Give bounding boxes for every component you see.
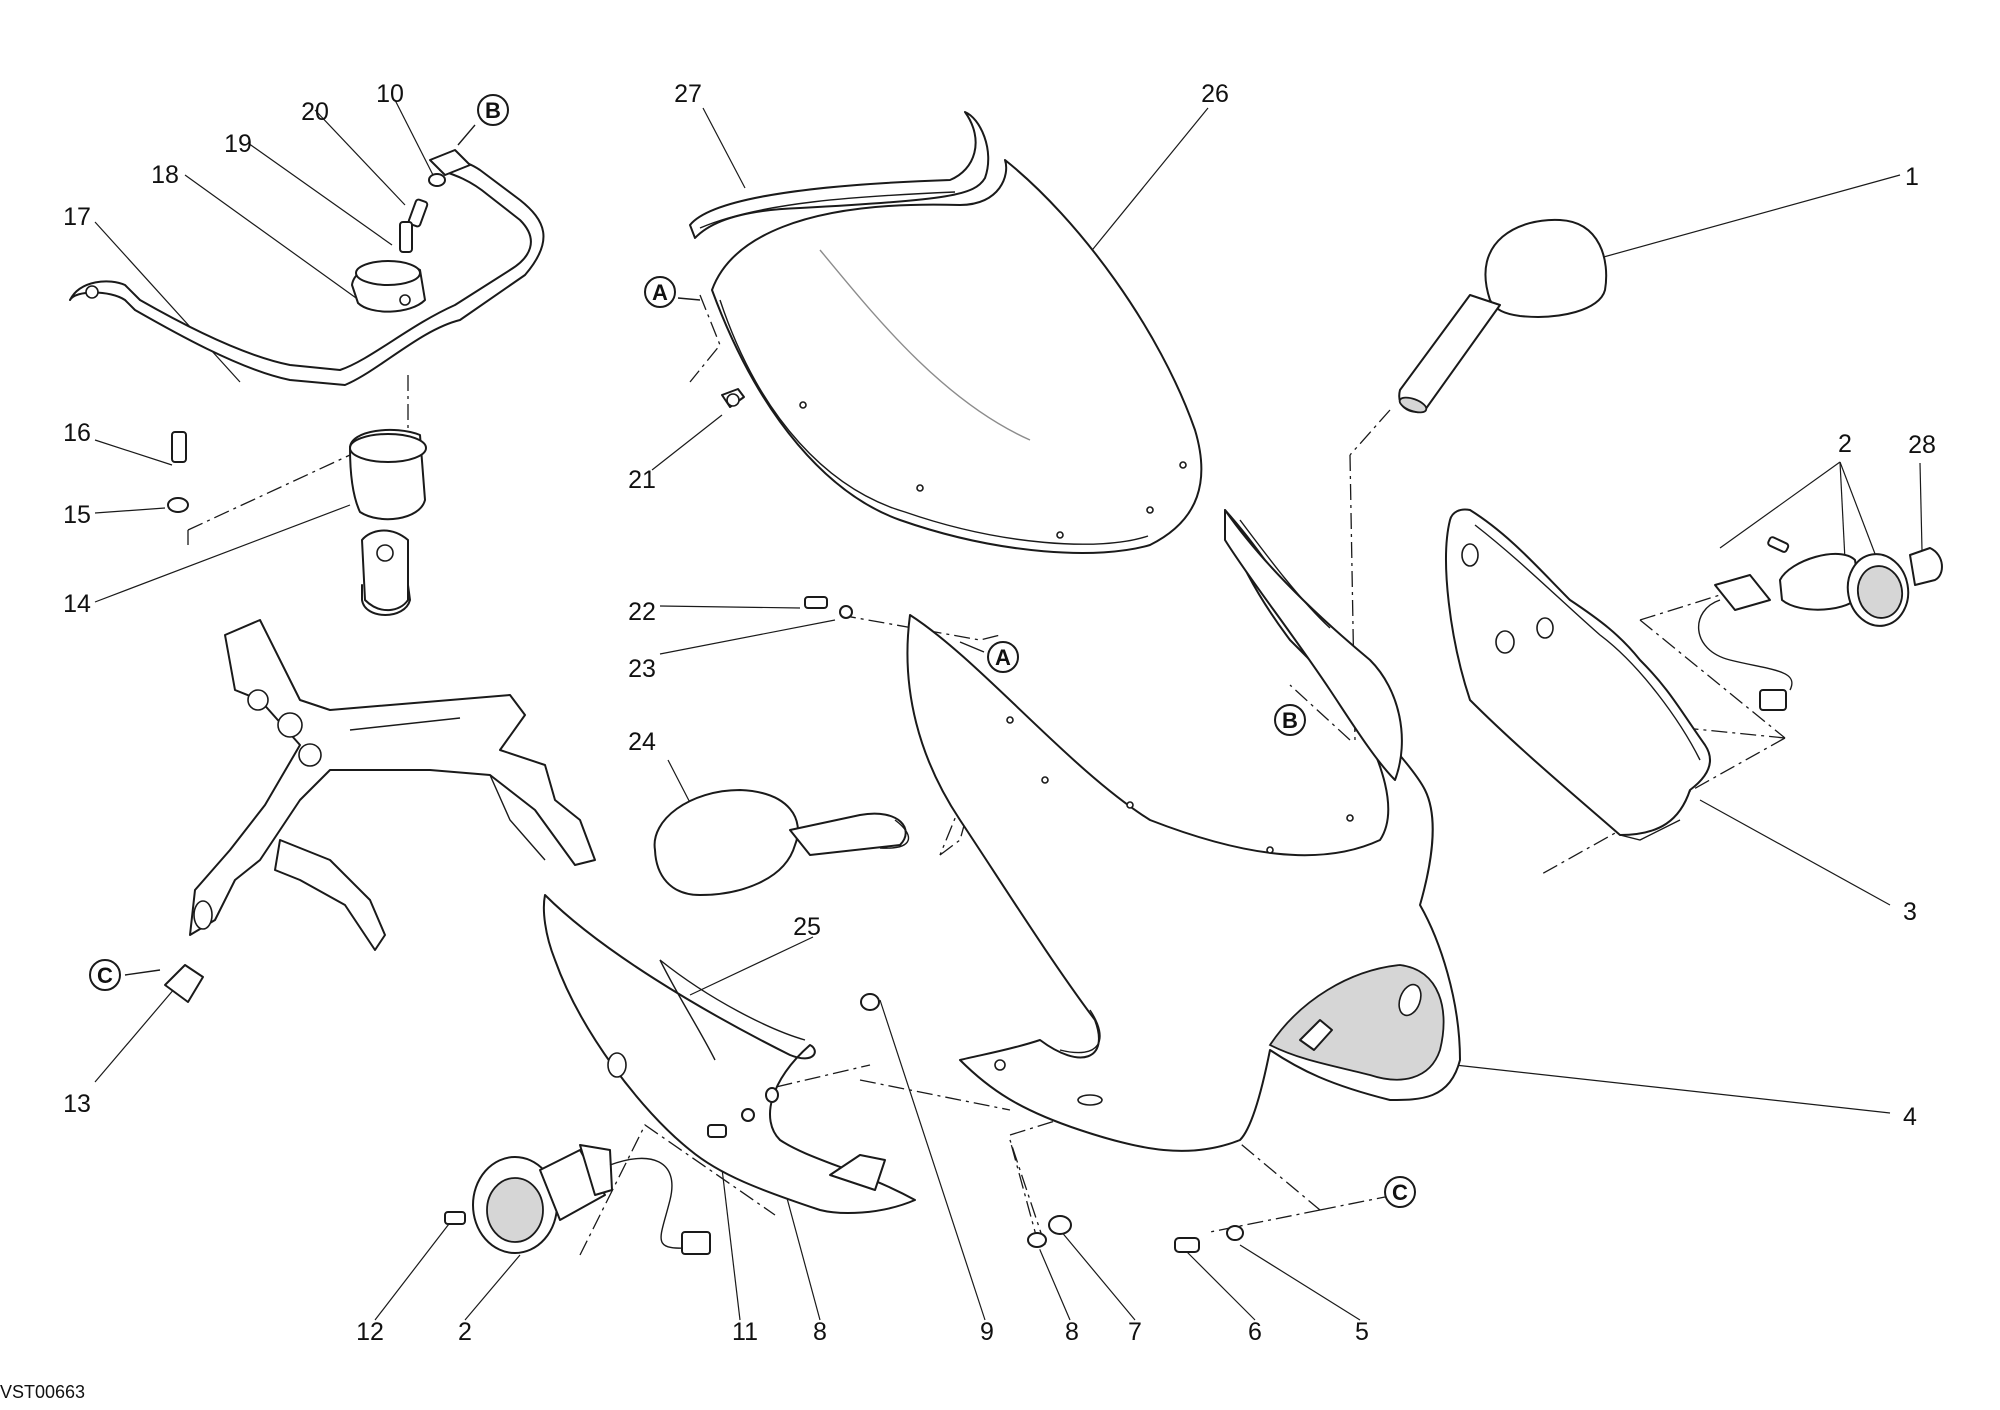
lower-panel-part-25 <box>542 894 916 1214</box>
svg-text:C: C <box>1392 1180 1408 1205</box>
mirror-part-24 <box>653 789 910 896</box>
callout-19: 19 <box>224 130 252 158</box>
callout-14: 14 <box>63 590 91 618</box>
callout-7: 7 <box>1128 1318 1142 1346</box>
callout-8-left: 8 <box>813 1318 827 1346</box>
ref-marker-a-middle: A <box>959 641 1019 673</box>
ref-marker-b-top: B <box>457 94 509 146</box>
callout-26: 26 <box>1201 80 1229 108</box>
callout-13: 13 <box>63 1090 91 1118</box>
svg-text:C: C <box>97 963 113 988</box>
mirror-part-1 <box>1398 218 1608 414</box>
callout-18: 18 <box>151 161 179 189</box>
svg-text:A: A <box>652 280 668 305</box>
indicator-part-2-right <box>1697 552 1910 711</box>
callout-9: 9 <box>980 1318 994 1346</box>
screw-part-21 <box>721 388 745 408</box>
callout-8-right: 8 <box>1065 1318 1079 1346</box>
callout-4: 4 <box>1903 1103 1917 1131</box>
clamp-part-18 <box>351 260 426 313</box>
ref-marker-b-middle: B <box>1274 704 1306 736</box>
callout-5: 5 <box>1355 1318 1369 1346</box>
callout-1: 1 <box>1905 163 1919 191</box>
brace-rod-part-17 <box>69 149 545 386</box>
svg-text:B: B <box>485 98 501 123</box>
callout-11: 11 <box>732 1318 758 1346</box>
fairing-part-4 <box>906 509 1461 1152</box>
side-panel-part-3 <box>1445 508 1711 841</box>
callout-23: 23 <box>628 655 656 683</box>
drawing-code: VST00663 <box>0 1382 85 1402</box>
seal-strip-part-27 <box>689 111 990 239</box>
callout-numbers: 1 2 28 3 4 5 6 7 8 9 8 11 2 12 13 14 15 … <box>63 80 1936 1346</box>
bulb-part-28 <box>1909 547 1943 586</box>
svg-text:A: A <box>995 645 1011 670</box>
svg-text:B: B <box>1282 708 1298 733</box>
ref-marker-c-right: C <box>1384 1176 1416 1208</box>
callout-6: 6 <box>1248 1318 1262 1346</box>
callout-10: 10 <box>376 80 404 108</box>
bracket-frame <box>164 619 596 1003</box>
fasteners <box>167 173 1790 1253</box>
indicator-part-2-left <box>472 1144 711 1255</box>
callout-2-upper: 2 <box>1838 430 1852 458</box>
windscreen-part-26 <box>711 159 1203 554</box>
ref-marker-a-top: A <box>644 276 701 308</box>
callout-24: 24 <box>628 728 656 756</box>
callout-17: 17 <box>63 203 91 231</box>
callout-12: 12 <box>356 1318 384 1346</box>
callout-3: 3 <box>1903 898 1917 926</box>
callout-25: 25 <box>793 913 821 941</box>
callout-28: 28 <box>1908 431 1936 459</box>
callout-15: 15 <box>63 501 91 529</box>
callout-27: 27 <box>674 80 702 108</box>
ref-marker-c-left: C <box>89 959 161 991</box>
callout-20: 20 <box>301 98 329 126</box>
rubber-mount-part-14 <box>349 428 427 616</box>
reference-markers: A A B B C C <box>89 94 1416 1208</box>
callout-21: 21 <box>628 466 656 494</box>
callout-22: 22 <box>628 598 656 626</box>
callout-2-lower: 2 <box>458 1318 472 1346</box>
callout-16: 16 <box>63 419 91 447</box>
